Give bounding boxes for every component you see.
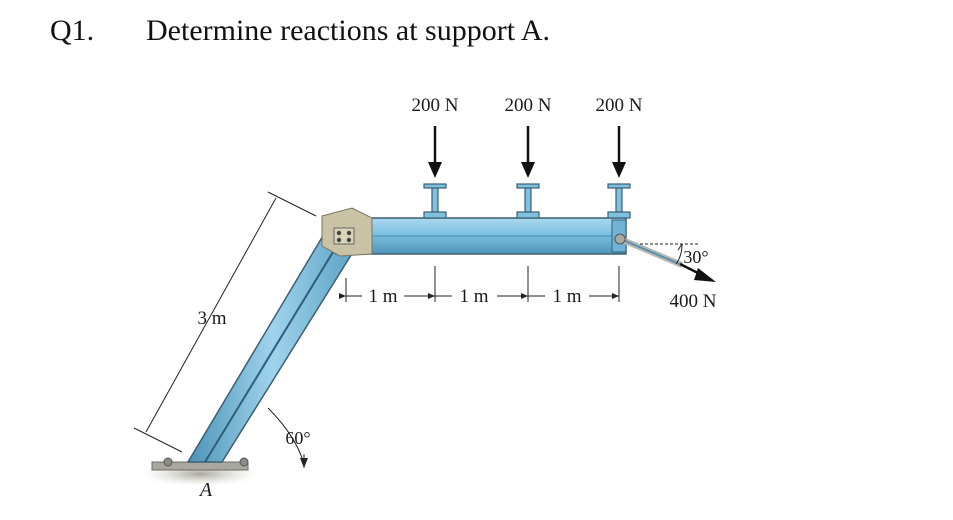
base-angle-arrowhead — [300, 458, 308, 468]
inclined-length-label: 3 m — [197, 308, 226, 329]
joint-bolt-plate — [333, 227, 355, 245]
load-post-3 — [607, 183, 631, 219]
load-label-3: 200 N — [596, 95, 643, 116]
inclined-length-dimension — [133, 191, 317, 453]
end-force-angle-marker — [640, 243, 700, 265]
load-post-2 — [516, 183, 540, 219]
spacing-label-3: 1 m — [552, 286, 581, 307]
end-force-arrow — [679, 262, 716, 282]
joint-bolt — [336, 237, 342, 243]
load-label-1: 200 N — [412, 95, 459, 116]
load-arrow-1 — [428, 126, 442, 178]
spacing-dimension — [339, 266, 620, 302]
spacing-label-1: 1 m — [368, 286, 397, 307]
end-force-rod — [614, 233, 684, 268]
load-arrow-2 — [521, 126, 535, 178]
base-angle-label: 60° — [285, 428, 310, 448]
joint-bolt — [346, 237, 352, 243]
anchor-bolt-left — [163, 457, 173, 467]
joint-bolt — [336, 230, 342, 236]
spacing-label-2: 1 m — [459, 286, 488, 307]
joint-bolt — [346, 230, 352, 236]
load-label-2: 200 N — [505, 95, 552, 116]
load-post-1 — [423, 183, 447, 219]
anchor-bolt-right — [239, 457, 249, 467]
question-text: Determine reactions at support A. — [146, 14, 551, 47]
support-label: A — [198, 479, 213, 501]
end-force-label: 400 N — [670, 291, 717, 312]
question-number: Q1. — [50, 14, 95, 47]
load-arrow-3 — [612, 126, 626, 178]
inclined-member-flange — [204, 228, 348, 463]
end-force-angle-label: 30° — [683, 247, 708, 267]
